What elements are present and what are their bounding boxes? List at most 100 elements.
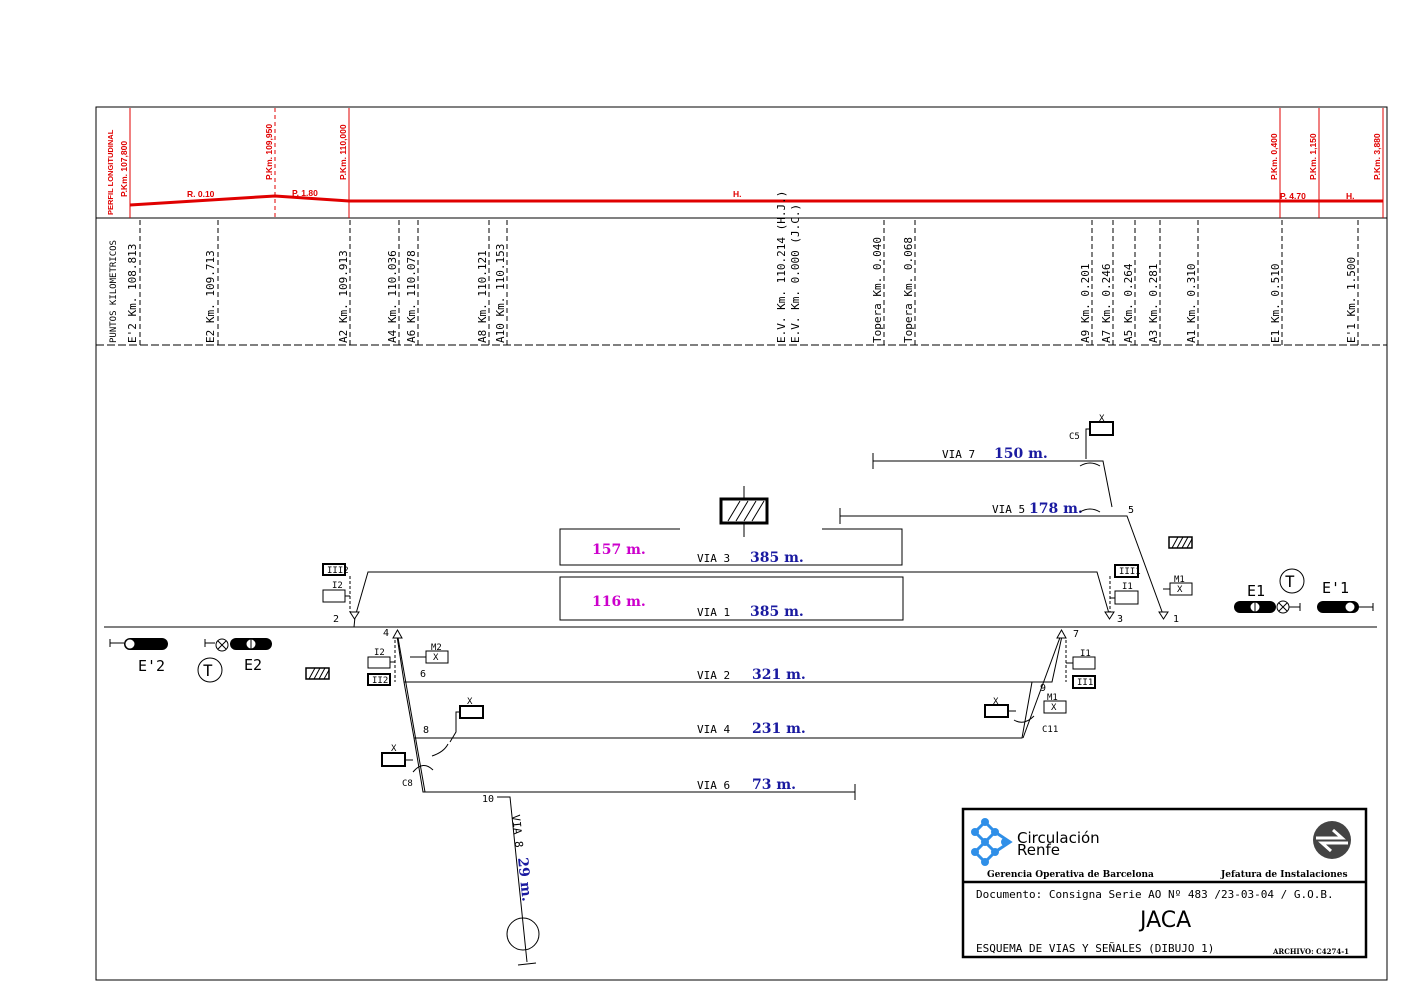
switch-triangle-icon (1104, 611, 1115, 620)
profile-km-label: P.Km. 109,950 (264, 124, 274, 180)
brand-name: Circulación (1017, 829, 1100, 847)
signal-box-icon (984, 704, 1009, 718)
track-name: VIA 4 (697, 723, 730, 736)
via-6-track (413, 737, 855, 793)
via-4-track (403, 681, 1033, 739)
signal-label: I1 (1122, 582, 1133, 592)
km-label: E1 Km. 0.510 (1269, 264, 1282, 343)
via-5-track (840, 515, 1165, 618)
signal-label: X (1099, 414, 1105, 424)
switch-triangle-icon (349, 611, 360, 620)
longitudinal-profile: PERFIL LONGITUDINAL P.Km. 107,800 P.Km. … (106, 108, 1384, 218)
km-label: Topera Km. 0.040 (871, 237, 884, 343)
profile-line (129, 194, 1383, 207)
km-label: A9 Km. 0.201 (1079, 264, 1092, 343)
signal-box-icon (367, 673, 391, 686)
brand-name-2: Renfe (1017, 841, 1060, 859)
track-length: 385 m. (750, 604, 804, 620)
track-length: 29 m. (514, 857, 535, 902)
track-name: VIA 7 (942, 448, 975, 461)
track-name: VIA 6 (697, 779, 730, 792)
profile-title: PERFIL LONGITUDINAL (106, 129, 115, 215)
signal-box-icon (322, 563, 346, 576)
signal-lamp (124, 638, 136, 650)
gradient-label: R. 0.10 (187, 189, 215, 199)
switch-triangle-icon (392, 628, 403, 639)
telephone-icon (1279, 568, 1305, 594)
switch-triangle-icon (1158, 611, 1169, 620)
drawing-frame (95, 106, 1388, 981)
platform-via-3 (559, 528, 903, 566)
signal-mast (109, 639, 124, 647)
signal-label: I1 (1080, 649, 1091, 659)
jefatura-label: Jefatura de Instalaciones (1220, 870, 1348, 880)
track-labels: VIA 7 150 m. VIA 5 178 m. VIA 3 385 m. V… (509, 446, 1083, 902)
telephone-icon (197, 657, 223, 683)
switch-number: 7 (1073, 629, 1079, 640)
signal-label: X (391, 744, 397, 754)
telephone-label: T (1285, 572, 1295, 591)
scheme-title: ESQUEMA DE VIAS Y SEÑALES (DIBUJO 1) (976, 942, 1214, 955)
signal-label: X (433, 653, 439, 663)
hatch-boxes (305, 536, 1193, 680)
km-label: A10 Km. 110.153 (494, 244, 507, 343)
signal-label: C8 (402, 779, 413, 789)
signal-label: M1 (1174, 575, 1185, 585)
track-name: VIA 1 (697, 606, 730, 619)
gradient-label: H. (733, 189, 742, 199)
signal-head-icon (124, 638, 168, 650)
switch-number: 3 (1117, 614, 1123, 625)
gradient-label: P. 4.70 (1280, 191, 1306, 201)
signal-box-icon (1114, 590, 1139, 605)
signal-label: X (1177, 585, 1183, 595)
track-length: 321 m. (752, 667, 806, 683)
crossover-c5 (1079, 428, 1101, 513)
signal-label: II2 (372, 676, 388, 686)
via-3-track (354, 571, 1111, 618)
signal-box-icon (1043, 700, 1067, 714)
signal-label: X (993, 697, 999, 707)
signal-label: I2 (332, 581, 343, 591)
signal-label: X (1051, 703, 1057, 713)
track-length: 178 m. (1029, 501, 1083, 517)
signal-label: I2 (374, 648, 385, 658)
km-label: A4 Km. 110.036 (386, 250, 399, 343)
signal-label: C11 (1042, 725, 1058, 735)
signal-cross-lines (217, 640, 227, 650)
switch-number: 2 (333, 614, 339, 625)
track-length: 231 m. (752, 721, 806, 737)
building-hatch (727, 500, 765, 522)
switch-number: 10 (482, 794, 494, 805)
hatch-lines (308, 667, 330, 680)
km-label: E.V. Km. 0.000 (J.C.) (789, 204, 802, 343)
gradient-label: H. (1346, 191, 1355, 201)
crossover-c8 (405, 759, 434, 773)
profile-km-label: P.Km. 1,150 (1308, 133, 1318, 180)
km-label: A3 Km. 0.281 (1147, 264, 1160, 343)
track-name: VIA 3 (697, 552, 730, 565)
tracks (104, 453, 1377, 966)
signal-e1p-label: E'1 (1322, 579, 1349, 597)
buffer-via-8 (517, 962, 537, 966)
platform-length: 157 m. (592, 542, 646, 558)
track-name: VIA 2 (697, 669, 730, 682)
via-2-track (396, 635, 1063, 683)
entry-signals: E'2 E2 T E1 T E'1 (109, 568, 1374, 683)
title-block: Circulación Renfe Gerencia Operativa de … (961, 807, 1368, 959)
document-label: Documento: Consigna Serie AO Nº 483 /23-… (976, 888, 1334, 901)
km-points: PUNTOS KILOMETRICOS E'2 Km. 108.813 E2 K… (109, 191, 1359, 345)
km-label: A1 Km. 0.310 (1185, 264, 1198, 343)
signal-box-icon (1114, 564, 1139, 578)
signal-mast (1289, 603, 1301, 611)
signal-cross-lines (1278, 602, 1288, 612)
profile-km-label: P.Km. 110,000 (338, 124, 348, 180)
building-icon (719, 497, 769, 525)
signal-label: M2 (431, 643, 442, 653)
gerencia-label: Gerencia Operativa de Barcelona (987, 870, 1154, 880)
signal-box-icon (381, 752, 406, 767)
signal-lamp (1344, 601, 1356, 613)
switch-number: 9 (1040, 683, 1046, 694)
signal-box-icon (367, 656, 391, 669)
km-label: Topera Km. 0.068 (902, 237, 915, 343)
signal-box-icon (1072, 656, 1096, 670)
